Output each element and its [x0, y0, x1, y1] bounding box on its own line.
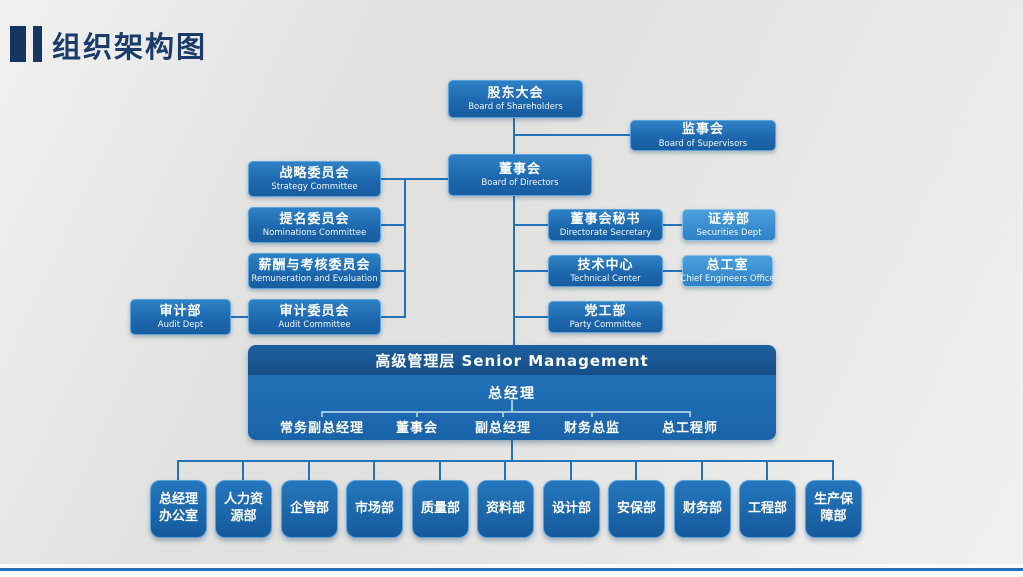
org-node-secretary-en: Directorate Secretary — [559, 228, 652, 239]
role-label-chief-engineer: 总工程师 — [661, 421, 719, 436]
senior-management-header: 高级管理层 Senior Management — [248, 345, 776, 375]
org-node-party-zh: 党工部 — [584, 303, 627, 319]
connector-dept-drop-4 — [439, 460, 441, 480]
dept-human-resources: 人力资源部 — [215, 480, 272, 538]
org-node-securities-zh: 证券部 — [707, 211, 750, 227]
org-node-audit-committee: 审计委员会 Audit Committee — [248, 299, 381, 335]
connector-remuneration — [381, 270, 405, 272]
connector-role-drop-0 — [321, 411, 323, 417]
connector-nominations — [381, 224, 405, 226]
connector-role-drop-3 — [591, 411, 593, 417]
dept-security: 安保部 — [608, 480, 665, 538]
connector-chief-engineers — [663, 270, 682, 272]
org-node-shareholders-zh: 股东大会 — [487, 85, 544, 101]
org-node-audit-committee-zh: 审计委员会 — [279, 303, 350, 319]
org-node-shareholders-en: Board of Shareholders — [468, 102, 563, 113]
connector-shareholders-directors — [513, 118, 515, 154]
org-node-audit-dept: 审计部 Audit Dept — [130, 299, 231, 335]
dept-marketing: 市场部 — [346, 480, 403, 538]
org-node-strategy-zh: 战略委员会 — [279, 165, 350, 181]
org-node-nominations-committee: 提名委员会 Nominations Committee — [248, 207, 381, 243]
org-node-securities-en: Securities Dept — [696, 228, 762, 239]
dept-enterprise-mgmt: 企管部 — [281, 480, 338, 538]
connector-dept-drop-9 — [766, 460, 768, 480]
connector-dept-drop-3 — [373, 460, 375, 480]
title-accent-bar-large — [10, 26, 26, 62]
org-node-chief-engineers-zh: 总工室 — [706, 257, 749, 273]
connector-tech-center — [514, 270, 548, 272]
connector-party — [514, 316, 548, 318]
org-node-strategy-committee: 战略委员会 Strategy Committee — [248, 161, 381, 197]
dept-design: 设计部 — [543, 480, 600, 538]
title-accent-bar-small — [33, 26, 42, 62]
page-title: 组织架构图 — [52, 30, 208, 64]
connector-gm-drop — [511, 400, 513, 412]
general-manager-label: 总经理 — [488, 386, 536, 402]
org-node-remuneration-committee: 薪酬与考核委员会 Remuneration and Evaluation — [248, 253, 381, 289]
dept-engineering: 工程部 — [739, 480, 796, 538]
connector-dept-drop-8 — [701, 460, 703, 480]
connector-dept-drop-2 — [308, 460, 310, 480]
role-label-deputy-gm: 副总经理 — [474, 421, 532, 436]
role-label-deputy-gm-executive: 常务副总经理 — [279, 421, 365, 436]
org-node-directors-zh: 董事会 — [498, 161, 541, 177]
connector-dept-drop-0 — [177, 460, 179, 480]
org-node-tech-center-en: Technical Center — [570, 274, 641, 285]
connector-dept-drop-5 — [504, 460, 506, 480]
org-node-chief-engineers-office: 总工室 Chief Engineers Office — [680, 255, 775, 287]
org-node-directors: 董事会 Board of Directors — [448, 154, 592, 196]
org-node-secretary-zh: 董事会秘书 — [570, 211, 641, 227]
connector-role-drop-4 — [689, 411, 691, 417]
connector-role-drop-2 — [502, 411, 504, 417]
org-node-supervisors-zh: 监事会 — [681, 122, 724, 138]
org-node-audit-dept-zh: 审计部 — [159, 303, 202, 319]
org-node-technical-center: 技术中心 Technical Center — [548, 255, 663, 287]
dept-documentation: 资料部 — [477, 480, 534, 538]
connector-roles-bus — [322, 411, 691, 413]
connector-senior-depts — [511, 440, 513, 462]
org-node-tech-center-zh: 技术中心 — [577, 257, 634, 273]
org-node-securities-dept: 证券部 Securities Dept — [682, 209, 776, 241]
org-node-remuneration-zh: 薪酬与考核委员会 — [258, 257, 371, 273]
org-node-remuneration-en: Remuneration and Evaluation — [251, 274, 378, 285]
dept-finance: 财务部 — [674, 480, 731, 538]
connector-audit-dept — [231, 316, 248, 318]
connector-dept-drop-7 — [635, 460, 637, 480]
connector-supervisors — [514, 134, 630, 136]
role-label-board: 董事会 — [395, 421, 439, 436]
connector-dept-drop-10 — [832, 460, 834, 480]
org-node-directorate-secretary: 董事会秘书 Directorate Secretary — [548, 209, 663, 241]
org-node-directors-en: Board of Directors — [481, 178, 559, 189]
connector-securities — [663, 224, 682, 226]
org-node-party-committee: 党工部 Party Committee — [548, 301, 663, 333]
org-node-strategy-en: Strategy Committee — [271, 182, 358, 193]
connector-left-trunk — [404, 178, 406, 318]
dept-gm-office: 总经理办公室 — [150, 480, 207, 538]
dept-production-support: 生产保障部 — [805, 480, 862, 538]
dept-quality: 质量部 — [412, 480, 469, 538]
org-node-audit-committee-en: Audit Committee — [278, 320, 351, 331]
org-node-chief-engineers-en: Chief Engineers Office — [680, 274, 775, 285]
connector-dept-drop-6 — [570, 460, 572, 480]
connector-audit-committee — [381, 316, 405, 318]
org-node-supervisors: 监事会 Board of Supervisors — [630, 120, 776, 151]
connector-secretary — [514, 224, 548, 226]
org-node-nominations-en: Nominations Committee — [262, 228, 367, 239]
org-node-nominations-zh: 提名委员会 — [279, 211, 350, 227]
connector-dept-drop-1 — [242, 460, 244, 480]
connector-strategy — [381, 178, 448, 180]
footer-accent-line — [0, 568, 1023, 571]
connector-role-drop-1 — [416, 411, 418, 417]
org-node-supervisors-en: Board of Supervisors — [658, 138, 748, 149]
role-label-cfo: 财务总监 — [563, 421, 621, 436]
org-node-shareholders: 股东大会 Board of Shareholders — [448, 80, 583, 118]
org-node-audit-dept-en: Audit Dept — [157, 320, 204, 331]
org-node-party-en: Party Committee — [569, 320, 642, 331]
senior-management-panel: 高级管理层 Senior Management 总经理 常务副总经理 董事会 副… — [248, 345, 776, 440]
